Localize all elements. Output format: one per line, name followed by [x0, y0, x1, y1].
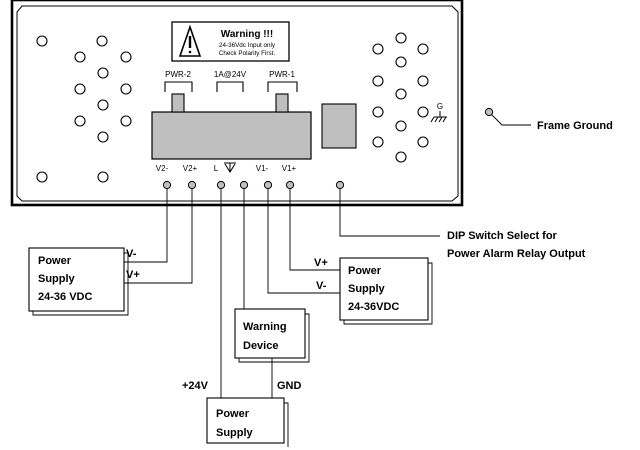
power-supply-left-line-3: 24-36 VDC — [38, 291, 92, 303]
power-supply-right-vplus: V+ — [314, 257, 328, 269]
vent-hole — [74, 51, 86, 63]
power-supply-left-line-1: Power — [38, 255, 72, 267]
pin-label-v2minus: V2- — [156, 164, 169, 173]
vent-hole — [395, 120, 407, 132]
dip-callout-line-2: Power Alarm Relay Output — [447, 248, 586, 260]
dip-switch — [321, 103, 357, 149]
vent-hole — [417, 136, 429, 148]
vent-hole — [395, 88, 407, 100]
vent-hole — [97, 67, 109, 79]
pwr2-label: PWR-2 — [165, 70, 191, 79]
power-supply-bottom-line-1: Power — [216, 408, 250, 420]
vent-hole — [395, 151, 407, 163]
warning-box — [171, 21, 290, 62]
vent-hole — [417, 43, 429, 55]
warning-device: Warning Device — [234, 308, 310, 363]
ground-symbol-icon — [430, 111, 447, 123]
frame-ground-label: Frame Ground — [537, 120, 613, 132]
vent-hole — [417, 106, 429, 118]
power-supply-right-line-2: Supply — [348, 283, 386, 295]
power-supply-left-line-2: Supply — [38, 273, 76, 285]
panel-inner-frame — [16, 5, 459, 202]
vent-hole — [97, 131, 109, 143]
warning-device-line-1: Warning — [243, 321, 287, 333]
vent-hole — [395, 32, 407, 44]
power-supply-right-line-1: Power — [348, 265, 382, 277]
vent-hole — [120, 83, 132, 95]
power-supply-right-line-3: 24-36VDC — [348, 301, 399, 313]
vent-hole — [372, 75, 384, 87]
vent-hole — [395, 56, 407, 68]
vent-hole — [74, 115, 86, 127]
power-supply-left-vminus: V- — [126, 248, 137, 260]
terminal-connector — [151, 111, 312, 160]
warning-label: Warning !!! 24-36Vdc Input only Check Po… — [171, 21, 290, 62]
screw-v2plus — [187, 180, 197, 190]
wire-v2minus — [119, 188, 168, 263]
power-supply-bottom: Power Supply +24V GND — [182, 380, 302, 447]
power-supply-left-vplus: V+ — [126, 269, 140, 281]
vent-hole — [417, 75, 429, 87]
frame-ground-callout-line — [489, 112, 531, 126]
screw-v2minus — [162, 180, 172, 190]
wire-v2plus — [119, 188, 193, 284]
vent-hole — [96, 35, 108, 47]
screw-v1plus — [285, 180, 295, 190]
power-supply-bottom-gnd-label: GND — [277, 380, 302, 392]
ground-mark-label: G — [437, 102, 443, 111]
pwr1-label: PWR-1 — [269, 70, 295, 79]
warning-device-box — [234, 308, 306, 359]
vent-hole — [372, 106, 384, 118]
vent-hole — [372, 43, 384, 55]
warning-device-line-2: Device — [243, 340, 278, 352]
pin-label-v1minus: V1- — [256, 164, 269, 173]
power-supply-right: Power Supply 24-36VDC V+ V- — [314, 257, 433, 325]
power-supply-bottom-plus-label: +24V — [182, 380, 209, 392]
wire-v1plus — [289, 188, 342, 271]
dip-callout-line — [339, 186, 440, 237]
pin-label-v1plus: V1+ — [282, 164, 297, 173]
warning-title: Warning !!! — [221, 29, 273, 40]
power-supply-bottom-line-2: Supply — [216, 427, 254, 439]
screw-relay-1 — [216, 180, 226, 190]
vent-hole — [36, 35, 48, 47]
power-supply-left-box — [28, 247, 125, 312]
wire-v1minus — [267, 188, 342, 294]
pin-label-v2plus: V2+ — [183, 164, 198, 173]
terminal-tab-pwr2 — [171, 93, 185, 113]
relay-rating-label: 1A@24V — [214, 70, 247, 79]
vent-hole — [120, 115, 132, 127]
vent-hole — [97, 99, 109, 111]
pwr1-bracket — [267, 81, 298, 92]
relay-bracket — [216, 81, 244, 92]
power-supply-left: Power Supply 24-36 VDC V- V+ — [28, 247, 140, 316]
screw-v1minus — [263, 180, 273, 190]
warning-triangle-icon — [178, 24, 202, 57]
vent-holes — [36, 32, 429, 183]
warning-line-2: Check Polarity First. — [219, 50, 276, 57]
vent-hole — [120, 51, 132, 63]
warning-line-1: 24-36Vdc Input only — [219, 42, 276, 49]
terminal-screws — [162, 107, 494, 190]
terminal-block: PWR-2 1A@24V PWR-1 V2- V2+ L V1- V1+ — [151, 70, 312, 173]
vent-hole — [74, 83, 86, 95]
screw-frame-ground — [484, 107, 494, 117]
screw-dip — [335, 180, 345, 190]
relay-contact-icon — [224, 162, 236, 173]
pwr2-bracket — [164, 81, 193, 92]
dip-callout-line-1: DIP Switch Select for — [447, 230, 558, 242]
screw-relay-2 — [239, 180, 249, 190]
power-supply-right-vminus: V- — [316, 280, 327, 292]
pin-label-relay-l: L — [214, 164, 219, 173]
power-supply-bottom-box — [206, 397, 285, 444]
terminal-tab-pwr1 — [275, 93, 289, 113]
vent-hole — [372, 136, 384, 148]
vent-hole — [36, 171, 48, 183]
power-supply-right-box — [339, 257, 429, 321]
vent-hole — [97, 171, 109, 183]
wires — [119, 112, 531, 398]
